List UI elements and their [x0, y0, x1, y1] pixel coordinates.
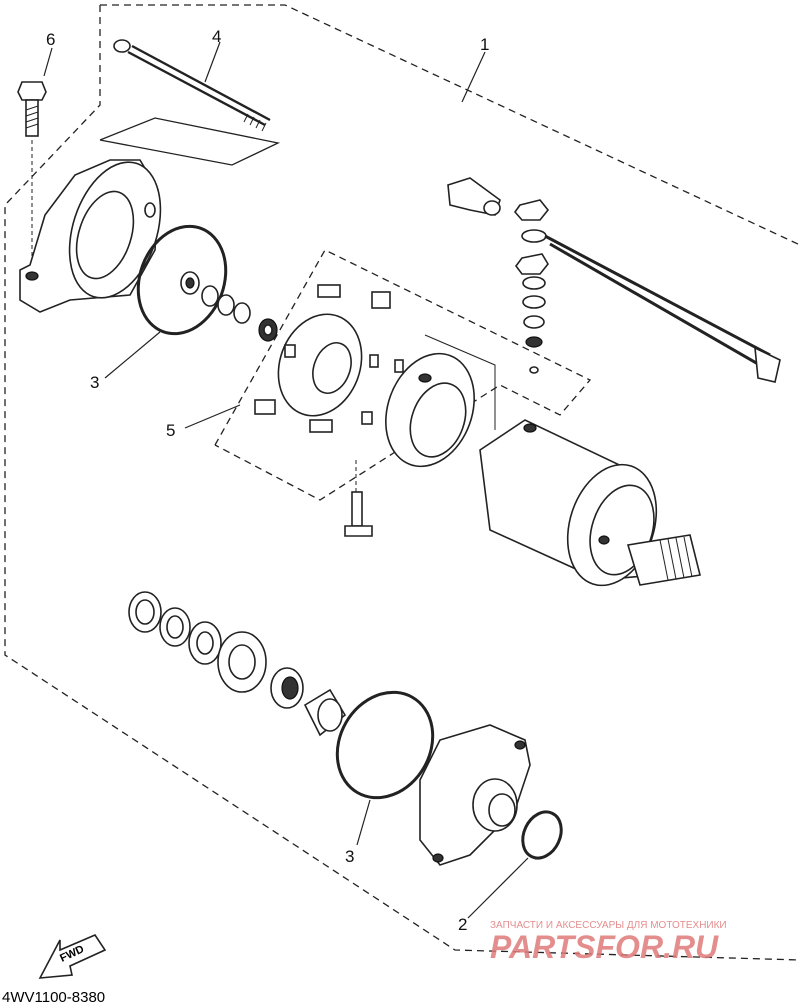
assembly-boundary-top — [100, 4, 800, 246]
terminal-bolt — [344, 491, 373, 537]
brush-holder-sleeve — [385, 352, 475, 468]
callout-4: 4 — [212, 27, 221, 46]
watermark: ЗАПЧАСТИ И АКСЕССУАРЫ ДЛЯ МОТОТЕХНИКИ PA… — [490, 920, 727, 965]
callout-3-lower: 3 — [345, 847, 354, 866]
terminal-nut-stack — [513, 199, 550, 374]
battery-lead — [544, 234, 781, 383]
armature-shaft — [626, 534, 701, 586]
rear-housing-cover — [19, 159, 162, 313]
washer-stack-upper — [180, 271, 278, 342]
watermark-caption: ЗАПЧАСТИ И АКСЕССУАРЫ ДЛЯ МОТОТЕХНИКИ — [490, 920, 727, 931]
needle-bearing — [303, 688, 347, 737]
lower-washer-stack — [128, 591, 304, 709]
assembly-boundary — [4, 5, 800, 961]
o-ring-lower — [335, 690, 435, 800]
watermark-logo: PARTSFOR.RU — [490, 929, 719, 965]
fwd-arrow-icon: FWD — [38, 934, 107, 979]
brush-holder-plate — [254, 284, 404, 433]
callout-6: 6 — [46, 30, 55, 49]
through-bolt — [113, 39, 271, 132]
callout-5: 5 — [166, 421, 175, 440]
callout-2: 2 — [458, 915, 467, 934]
front-cover — [419, 724, 531, 866]
terminal-boot — [447, 177, 501, 216]
callout-1: 1 — [480, 35, 489, 54]
callout-3-upper: 3 — [90, 373, 99, 392]
o-ring-upper — [136, 224, 228, 336]
flange-bolt — [17, 81, 47, 268]
drawing-code: 4WV1100-8380 — [2, 989, 105, 1006]
motor-yoke — [479, 419, 658, 587]
o-ring-small — [521, 810, 563, 860]
